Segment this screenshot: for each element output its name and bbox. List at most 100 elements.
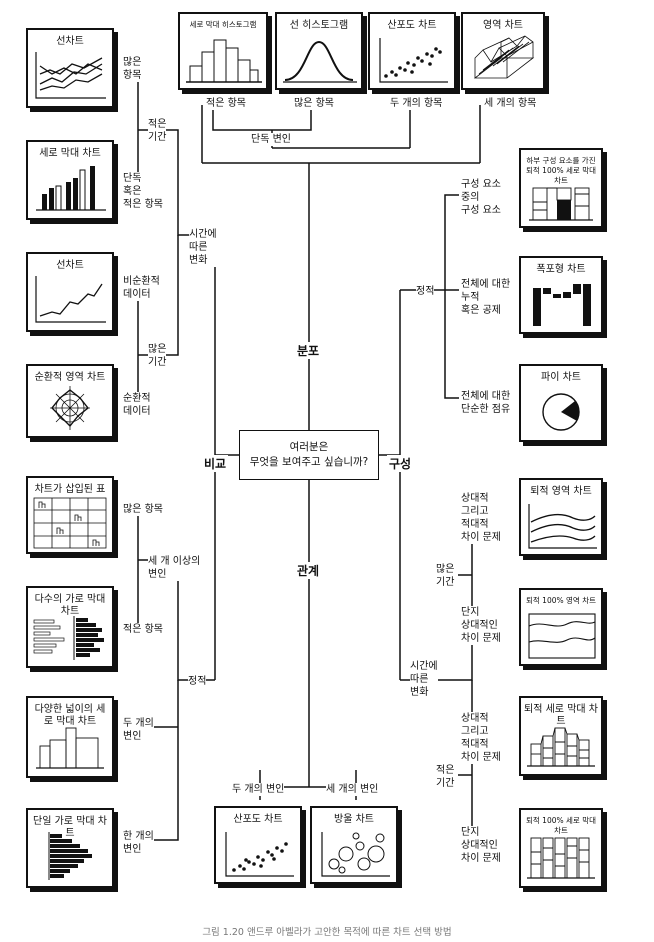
stacked-100-column-icon (527, 837, 595, 879)
label-accumulation: 전체에 대한 누적 혹은 공제 (461, 278, 511, 317)
card-scatter-bottom: 산포도 차트 (214, 806, 302, 884)
card-title: 다수의 가로 막대 차트 (34, 594, 106, 617)
label-three-plus-vars: 세 개 이상의 변인 (148, 555, 201, 581)
label-many-items-lower: 많은 항목 (123, 503, 163, 516)
branch-composition: 구성 (387, 455, 414, 472)
card-title: 차트가 삽입된 표 (34, 484, 106, 495)
multi-line-chart-icon (35, 52, 106, 99)
stacked-area-icon (528, 504, 597, 549)
horizontal-bar-icon (48, 832, 92, 880)
card-variable-width-bar: 다양한 넓이의 세로 막대 차트 (26, 696, 114, 778)
card-line-chart-noncyclic: 선차트 (26, 252, 114, 332)
card-title: 파이 차트 (541, 372, 581, 383)
label-component-of-components: 구성 요소 중의 구성 요소 (461, 178, 501, 217)
card-stacked-column: 퇴적 세로 막대 차트 (519, 696, 603, 776)
branch-relationship: 관계 (295, 562, 322, 579)
area-3d-icon (473, 35, 535, 79)
label-over-time-left: 시간에 따른 변화 (189, 228, 217, 267)
card-title: 퇴적 100% 영역 차트 (526, 596, 596, 605)
card-title: 세로 막대 차트 (39, 148, 101, 159)
card-vertical-histogram: 세로 막대 히스토그램 (178, 12, 268, 90)
card-stacked-100-with-subcomponents: 하부 구성 요소를 가진 퇴적 100% 세로 막대차트 (519, 148, 603, 228)
card-title: 다양한 넓이의 세로 막대 차트 (34, 704, 106, 727)
card-title: 산포도 차트 (233, 814, 283, 825)
bubble-icon (321, 832, 390, 877)
label-over-time-right: 시간에 따른 변화 (410, 660, 438, 699)
waterfall-icon (533, 284, 591, 326)
branch-distribution: 분포 (295, 342, 322, 359)
card-title: 퇴적 세로 막대 차트 (524, 704, 598, 727)
label-rel-only-many: 단지 상대적인 차이 문제 (461, 606, 501, 645)
card-pie-chart: 파이 차트 (519, 364, 603, 442)
card-waterfall-chart: 폭포형 차트 (519, 256, 603, 334)
variable-width-bar-icon (36, 727, 104, 769)
label-static-right: 정적 (416, 285, 435, 298)
card-title: 하부 구성 요소를 가진 퇴적 100% 세로 막대차트 (526, 156, 596, 185)
figure-caption: 그림 1.20 앤드루 아벨라가 고안한 목적에 따른 차트 선택 방법 (202, 927, 452, 938)
scatter-icon (379, 38, 448, 83)
card-title: 폭포형 차트 (536, 264, 586, 275)
label-few-periods-left: 적은 기간 (148, 118, 167, 144)
card-area-chart: 영역 차트 (461, 12, 545, 90)
pie-icon (542, 393, 580, 431)
card-cyclic-area-chart: 순환적 영역 차트 (26, 364, 114, 438)
vertical-histogram-icon (186, 39, 262, 83)
card-title: 영역 차트 (483, 20, 523, 31)
label-few-items: 적은 항목 (206, 97, 246, 110)
label-many-items: 많은 항목 (294, 97, 334, 110)
label-two-items: 두 개의 항목 (390, 97, 443, 110)
label-two-vars: 두 개의 변인 (123, 717, 154, 743)
center-question: 여러분은 무엇을 보여주고 싶습니까? (239, 430, 379, 480)
card-stacked-100-column: 퇴적 100% 세로 막대 차트 (519, 808, 603, 888)
label-single-or-few: 단독 혹은 적은 항목 (123, 172, 163, 211)
label-few-periods-right: 적은 기간 (436, 764, 455, 790)
card-single-horizontal-bar: 단일 가로 막대 차트 (26, 808, 114, 888)
card-line-chart-many: 선차트 (26, 28, 114, 108)
card-title: 세로 막대 히스토그램 (189, 20, 257, 29)
label-three-items: 세 개의 항목 (484, 97, 537, 110)
stacked-column-icon (527, 727, 595, 767)
label-one-var: 한 개의 변인 (123, 830, 154, 856)
center-question-text: 여러분은 무엇을 보여주고 싶습니까? (249, 441, 369, 468)
card-title: 순환적 영역 차트 (34, 372, 106, 383)
card-title: 선차트 (56, 36, 84, 47)
card-title: 선차트 (56, 260, 84, 271)
vertical-bar-icon (36, 166, 106, 211)
card-title: 퇴적 100% 세로 막대 차트 (526, 816, 596, 835)
label-cyclic: 순환적 데이터 (123, 392, 151, 418)
stacked-100-sub-icon (529, 187, 593, 221)
stacked-100-area-icon (528, 613, 596, 659)
card-title: 산포도 차트 (387, 20, 437, 31)
line-chart-icon (35, 276, 106, 323)
branch-comparison: 비교 (202, 455, 229, 472)
label-few-items-lower: 적은 항목 (123, 623, 163, 636)
card-bubble-chart: 방울 차트 (310, 806, 398, 884)
card-title: 선 히스토그램 (289, 20, 349, 31)
label-non-cyclic: 비순환적 데이터 (123, 275, 160, 301)
label-rel-abs-few: 상대적 그리고 적대적 차이 문제 (461, 712, 501, 764)
card-line-histogram: 선 히스토그램 (275, 12, 363, 90)
label-many-periods-right: 많은 기간 (436, 563, 455, 589)
label-rel-only-few: 단지 상대적인 차이 문제 (461, 826, 501, 865)
label-simple-share: 전체에 대한 단순한 점유 (461, 390, 511, 416)
card-title: 단일 가로 막대 차트 (33, 816, 107, 839)
card-multi-horizontal-bar: 다수의 가로 막대 차트 (26, 586, 114, 668)
label-three-variables: 세 개의 변인 (326, 783, 379, 796)
scatter-icon (225, 832, 294, 877)
line-histogram-icon (283, 40, 357, 83)
card-title: 퇴적 영역 차트 (530, 486, 592, 497)
label-single-variable: 단독 변인 (251, 133, 291, 146)
card-stacked-100-area: 퇴적 100% 영역 차트 (519, 588, 603, 666)
radar-icon (50, 386, 90, 430)
card-title: 방울 차트 (334, 814, 374, 825)
label-many-periods-left: 많은 기간 (148, 343, 167, 369)
card-scatter-top: 산포도 차트 (368, 12, 456, 90)
label-static-left: 정적 (188, 675, 207, 688)
horizontal-bar-multi-icon (33, 616, 104, 660)
label-rel-abs-many: 상대적 그리고 적대적 차이 문제 (461, 492, 501, 544)
card-stacked-area: 퇴적 영역 차트 (519, 478, 603, 556)
card-table-with-charts: 차트가 삽입된 표 (26, 476, 114, 554)
label-two-variables: 두 개의 변인 (232, 783, 285, 796)
table-chart-icon (33, 497, 107, 549)
label-many-items-left: 많은 항목 (123, 56, 142, 82)
